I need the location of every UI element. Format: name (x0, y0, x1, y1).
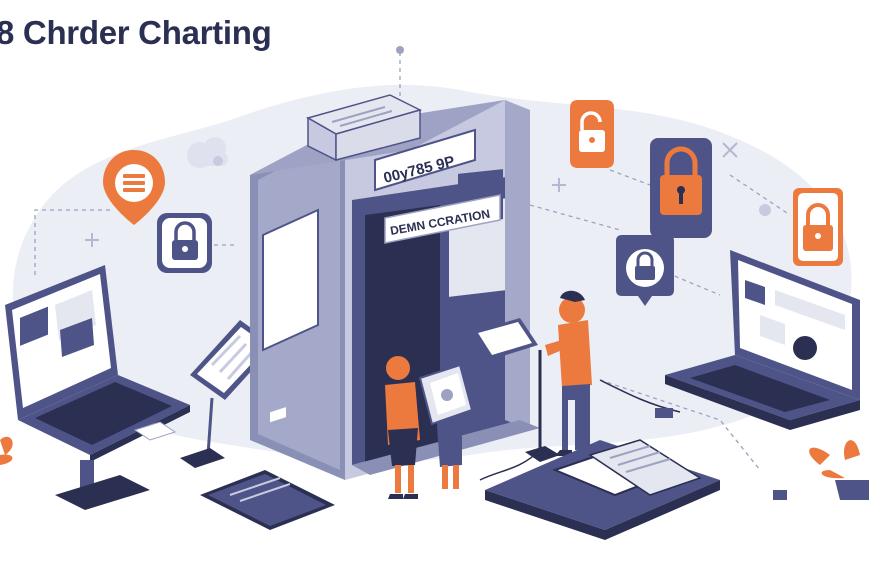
lock-badge-icon (793, 188, 843, 266)
lock-badge-icon (650, 138, 712, 238)
lock-badge-icon (570, 100, 614, 168)
floor-node (773, 490, 787, 500)
plus-icon (85, 178, 566, 247)
left-laptop (5, 265, 190, 510)
node-dot (213, 156, 223, 166)
page-title: 8 Chrder Charting (0, 14, 272, 51)
floor-platform (485, 439, 720, 540)
plant-icon (809, 440, 869, 500)
lock-shield-icon (616, 235, 674, 306)
node-dot (396, 46, 404, 54)
floor-tablet (200, 407, 335, 530)
lock-shield-icon (157, 213, 212, 273)
right-laptop (665, 250, 860, 430)
people-woman-child (379, 346, 474, 499)
map-pin-icon (103, 150, 165, 225)
node-dot (759, 204, 771, 216)
cloud-icon (187, 137, 228, 168)
plant-icon (0, 436, 13, 465)
floor-node (655, 408, 673, 418)
close-icon (722, 142, 738, 158)
